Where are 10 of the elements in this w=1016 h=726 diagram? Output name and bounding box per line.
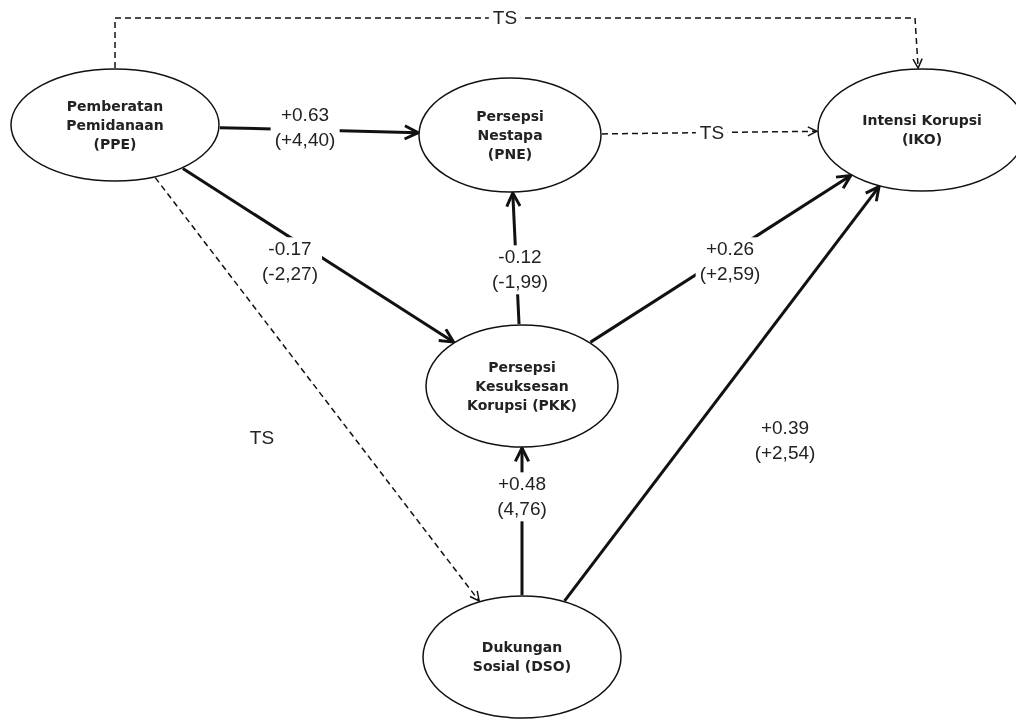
- node-label: Dukungan Sosial (DSO): [471, 638, 573, 676]
- node-label: Persepsi Nestapa (PNE): [475, 106, 545, 164]
- arrow: [182, 167, 455, 344]
- arrow: [563, 185, 881, 602]
- node-label: Intensi Korupsi (IKO): [861, 111, 983, 149]
- dashed-arrow: [601, 126, 818, 137]
- node-label: Pemberatan Pemidanaan (PPE): [65, 96, 165, 154]
- dashed-arrow: [154, 176, 480, 602]
- dashed-arrow: [114, 17, 923, 69]
- node-label: Persepsi Kesuksesan Korupsi (PKK): [466, 357, 578, 415]
